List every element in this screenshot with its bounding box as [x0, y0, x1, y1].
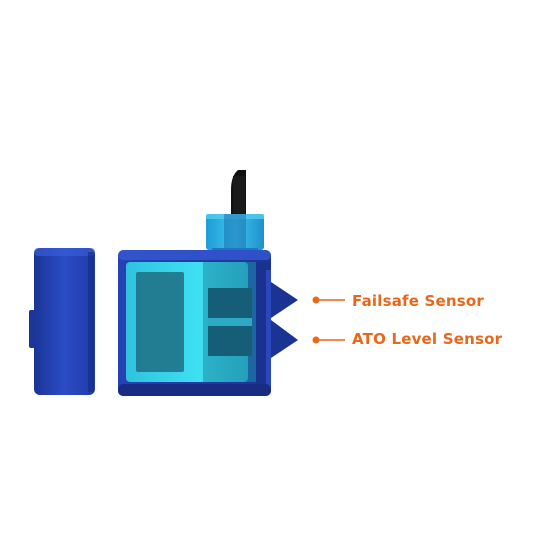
- callout-failsafe-marker: [312, 296, 345, 304]
- sensor-housing: [118, 250, 271, 396]
- callout-label-failsafe: Failsafe Sensor: [352, 292, 485, 310]
- ato-wedge: [271, 320, 298, 358]
- callout-label-ato: ATO Level Sensor: [352, 330, 503, 348]
- failsafe-wedge: [271, 282, 298, 318]
- cable-gland: [206, 214, 264, 254]
- callout-ato-marker: [312, 336, 345, 344]
- magnet-pad: [29, 248, 95, 395]
